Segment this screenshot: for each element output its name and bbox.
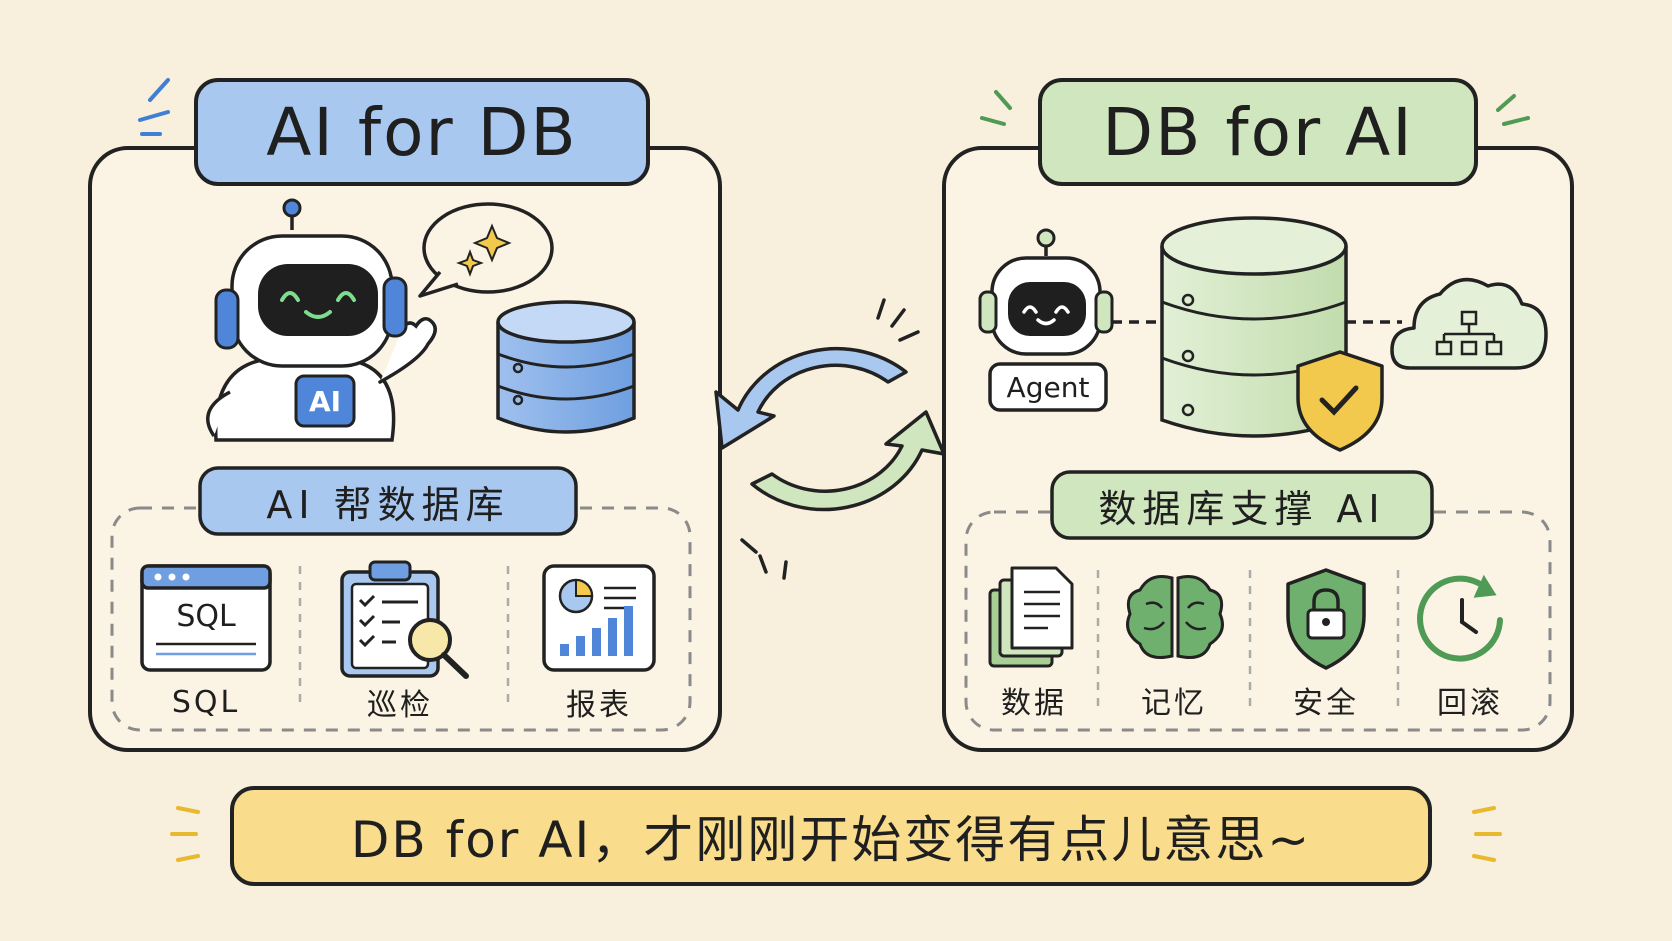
- lock-shield-icon: [1286, 568, 1366, 670]
- left-item-label-report: 报表: [566, 688, 632, 723]
- left-items-region: [110, 506, 692, 732]
- cloud-network-icon: [1390, 277, 1548, 370]
- left-sparkle-icon: [138, 78, 170, 136]
- right-item-label-security: 安全: [1293, 686, 1359, 721]
- left-title: AI for DB: [266, 93, 578, 171]
- right-item-label-rollback: 回滚: [1437, 686, 1503, 721]
- clipboard-inspect-icon: [340, 560, 469, 679]
- ai-robot-icon: [206, 198, 437, 442]
- left-subtitle: AI 帮数据库: [266, 482, 510, 527]
- documents-icon: [988, 566, 1074, 668]
- agent-label: Agent: [1006, 370, 1090, 404]
- report-chart-icon: [542, 564, 656, 672]
- sql-window-icon: [140, 564, 272, 672]
- right-subtitle-pill: [1050, 470, 1434, 540]
- left-title-pill: [194, 78, 650, 186]
- right-panel: [942, 78, 1574, 752]
- left-subtitle-pill: [198, 466, 578, 536]
- right-item-label-memory: 记忆: [1141, 686, 1207, 721]
- footer-sparkle-icon: [170, 806, 1502, 862]
- left-item-label-sql: SQL: [171, 684, 241, 720]
- right-title-pill: [1038, 78, 1478, 186]
- cycle-arrows-icon: [714, 298, 946, 580]
- left-panel: [88, 78, 722, 752]
- robot-ai-badge: AI: [308, 384, 342, 418]
- footer-pill: [230, 786, 1432, 886]
- footer: [170, 786, 1502, 886]
- clock-rollback-icon: [1417, 574, 1503, 662]
- left-item-label-inspect: 巡检: [367, 688, 433, 723]
- right-item-label-data: 数据: [1001, 686, 1067, 721]
- speech-bubble-icon: [418, 202, 554, 298]
- agent-robot-icon: [978, 228, 1114, 412]
- brain-icon: [1126, 575, 1224, 659]
- right-subtitle: 数据库支撑 AI: [1098, 486, 1386, 531]
- sql-window-text: SQL: [176, 598, 236, 634]
- shield-check-icon: [1296, 350, 1384, 452]
- database-icon: [496, 300, 636, 434]
- right-title: DB for AI: [1102, 93, 1414, 171]
- footer-text: DB for AI，才刚刚开始变得有点儿意思~: [350, 811, 1312, 869]
- right-sparkle-icon: [980, 90, 1530, 126]
